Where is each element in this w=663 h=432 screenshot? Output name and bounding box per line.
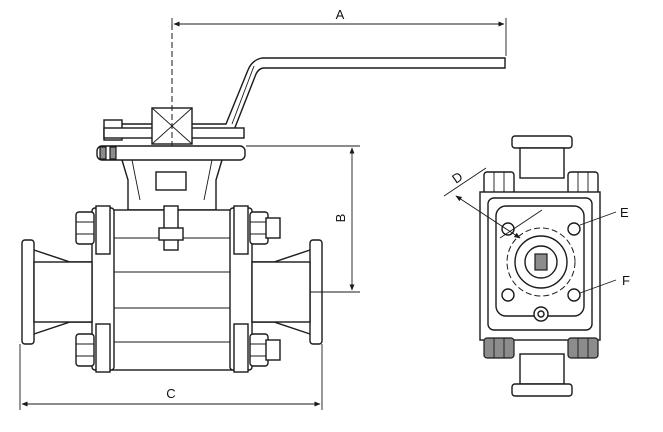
dimension-a: A (171, 7, 507, 56)
leader-f (579, 279, 617, 294)
leader-e (579, 211, 617, 226)
bolt-nuts (75, 211, 281, 367)
body-flanges (91, 205, 253, 373)
top-pad (96, 145, 246, 211)
label-c: C (166, 386, 175, 401)
label-f: F (622, 273, 630, 288)
right-end-connection (251, 239, 323, 345)
dimension-d-line (455, 195, 521, 239)
label-a: A (336, 7, 345, 22)
dimension-c: C (19, 344, 323, 410)
stem-nut (151, 24, 193, 150)
label-e: E (620, 205, 629, 220)
left-end-connection (21, 239, 93, 345)
valve-body (111, 205, 233, 371)
end-view: E F D (443, 135, 630, 397)
label-b: B (333, 214, 348, 223)
side-view (21, 24, 506, 373)
dimension-b: B (246, 145, 360, 293)
